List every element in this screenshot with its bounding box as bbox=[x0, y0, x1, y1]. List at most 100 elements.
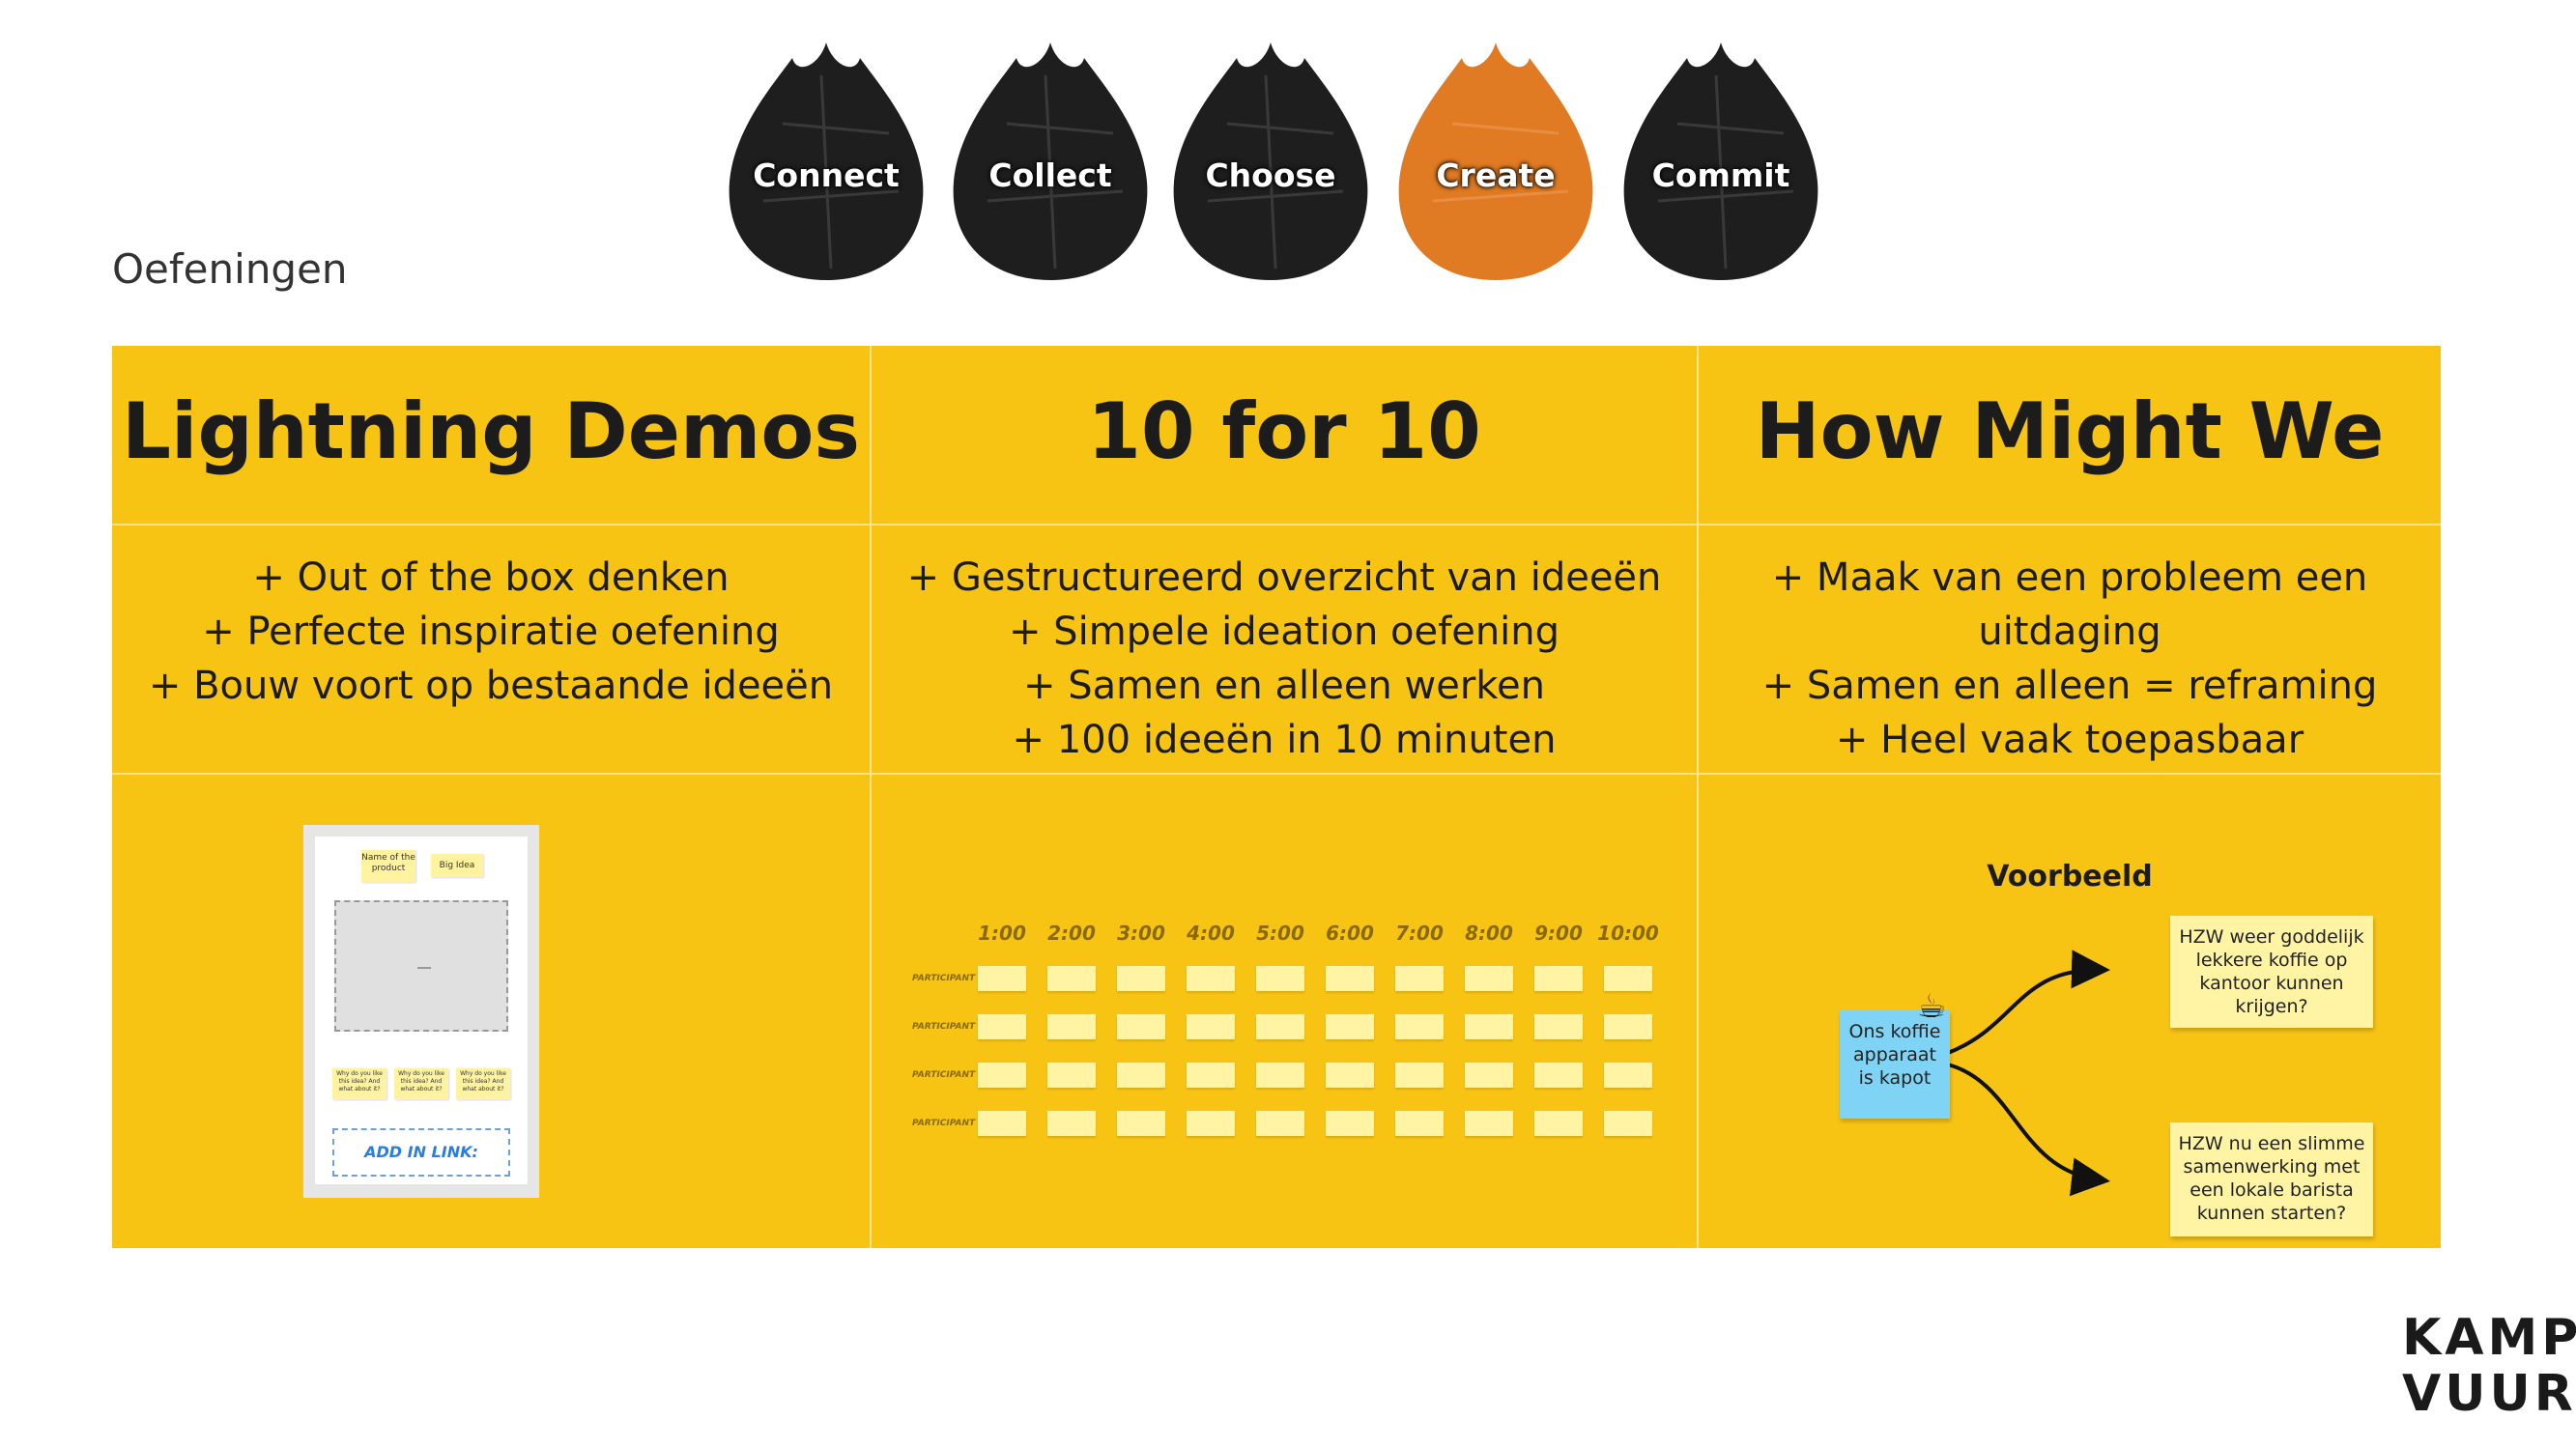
idea-sticky-note bbox=[1604, 966, 1652, 991]
idea-sticky-note bbox=[1187, 966, 1235, 991]
idea-sticky-note bbox=[1047, 1111, 1096, 1136]
idea-sticky-note bbox=[1534, 1014, 1583, 1039]
pros-cell-10-for-10: + Gestructureerd overzicht van ideeën + … bbox=[872, 525, 1699, 775]
idea-sticky-note bbox=[1326, 966, 1374, 991]
idea-sticky-note bbox=[1256, 966, 1304, 991]
kampvuur-logo: KAMP VUUR bbox=[2402, 1309, 2576, 1423]
idea-sticky-note bbox=[1604, 1111, 1652, 1136]
idea-sticky-note bbox=[1465, 1111, 1513, 1136]
pro-item: + Simpele ideation oefening bbox=[1008, 610, 1560, 654]
idea-sticky-note bbox=[1326, 1063, 1374, 1088]
idea-sticky-note bbox=[1256, 1111, 1304, 1136]
time-label: 3:00 bbox=[1117, 922, 1165, 945]
question-note: HZW nu een slimme samenwerking met een l… bbox=[2170, 1122, 2373, 1236]
pro-item: + Out of the box denken bbox=[252, 555, 730, 600]
time-label: 8:00 bbox=[1465, 922, 1513, 945]
idea-sticky-note bbox=[1117, 1063, 1165, 1088]
idea-sticky-note bbox=[978, 1111, 1026, 1136]
phase-label: Connect bbox=[753, 156, 900, 194]
flame-icon bbox=[1623, 43, 1818, 280]
hmw-arrows bbox=[1947, 950, 2110, 1197]
template-page: Name of the product Big Idea Why do you … bbox=[315, 837, 528, 1184]
why-note: Why do you like this idea? And what abou… bbox=[456, 1068, 510, 1099]
phase-label: Create bbox=[1436, 156, 1556, 194]
phase-label: Collect bbox=[988, 156, 1112, 194]
idea-sticky-note bbox=[1465, 1063, 1513, 1088]
idea-sticky-note bbox=[1395, 1063, 1444, 1088]
arrow-lower bbox=[1947, 1063, 2110, 1197]
pro-item: + Gestructureerd overzicht van ideeën bbox=[906, 555, 1662, 600]
time-label: 2:00 bbox=[1047, 922, 1096, 945]
phase-create: Create bbox=[1394, 37, 1597, 283]
idea-sticky-note bbox=[1604, 1014, 1652, 1039]
time-label: 1:00 bbox=[978, 922, 1026, 945]
exercise-table: Lightning Demos 10 for 10 How Might We +… bbox=[112, 346, 2441, 1248]
idea-sticky-note bbox=[1604, 1063, 1652, 1088]
logo-line: KAMP bbox=[2402, 1309, 2576, 1367]
page-title: Oefeningen bbox=[112, 245, 348, 293]
idea-sticky-note bbox=[1534, 1111, 1583, 1136]
idea-sticky-note bbox=[1256, 1014, 1304, 1039]
name-note: Name of the product bbox=[361, 850, 415, 882]
why-note: Why do you like this idea? And what abou… bbox=[394, 1068, 448, 1099]
question-note: HZW weer goddelijk lekkere koffie op kan… bbox=[2170, 916, 2373, 1028]
idea-sticky-note bbox=[1465, 1014, 1513, 1039]
idea-sticky-note bbox=[978, 1063, 1026, 1088]
participant-label: PARTICIPANT 3 bbox=[912, 1070, 985, 1080]
phase-label: Commit bbox=[1651, 156, 1790, 194]
idea-sticky-note bbox=[1326, 1014, 1374, 1039]
idea-sticky-note bbox=[1534, 966, 1583, 991]
header-cell-10-for-10: 10 for 10 bbox=[872, 346, 1699, 525]
pros-list: + Gestructureerd overzicht van ideeën + … bbox=[872, 551, 1697, 767]
pro-item: + Samen en alleen werken bbox=[1023, 664, 1545, 708]
pro-item: + 100 ideeën in 10 minuten bbox=[1012, 718, 1557, 762]
idea-sticky-note bbox=[1047, 1063, 1096, 1088]
idea-sticky-note bbox=[1117, 1111, 1165, 1136]
pro-item: + Bouw voort op bestaande ideeën bbox=[148, 664, 834, 708]
phase-connect: Connect bbox=[725, 37, 928, 283]
pros-list: + Out of the box denken + Perfecte inspi… bbox=[112, 551, 870, 713]
participant-label: PARTICIPANT 2 bbox=[912, 1022, 985, 1032]
flame-icon bbox=[1398, 43, 1593, 280]
image-placeholder bbox=[334, 900, 508, 1032]
example-cell-lightning-demos: Name of the product Big Idea Why do you … bbox=[112, 775, 872, 1248]
column-title: Lightning Demos bbox=[122, 386, 860, 476]
pro-item: + Perfecte inspiratie oefening bbox=[202, 610, 780, 654]
idea-sticky-note bbox=[1187, 1063, 1235, 1088]
idea-note: Big Idea bbox=[431, 854, 483, 877]
idea-sticky-note bbox=[1047, 1014, 1096, 1039]
idea-sticky-note bbox=[1187, 1014, 1235, 1039]
flame-icon bbox=[729, 43, 924, 280]
phase-collect: Collect bbox=[949, 37, 1152, 283]
phase-label: Choose bbox=[1205, 156, 1336, 194]
logo-line: VUUR bbox=[2402, 1365, 2576, 1423]
pros-cell-lightning-demos: + Out of the box denken + Perfecte inspi… bbox=[112, 525, 872, 775]
idea-sticky-note bbox=[978, 1014, 1026, 1039]
idea-sticky-note bbox=[1395, 1014, 1444, 1039]
link-field: ADD IN LINK: bbox=[332, 1128, 510, 1177]
arrow-upper bbox=[1947, 950, 2110, 1055]
idea-sticky-note bbox=[1395, 966, 1444, 991]
idea-sticky-note bbox=[1187, 1111, 1235, 1136]
idea-sticky-note bbox=[1117, 1014, 1165, 1039]
header-cell-lightning-demos: Lightning Demos bbox=[112, 346, 872, 525]
pro-item: + Samen en alleen = reframing bbox=[1761, 664, 2378, 708]
idea-sticky-note bbox=[1395, 1111, 1444, 1136]
time-label: 9:00 bbox=[1534, 922, 1583, 945]
idea-sticky-note bbox=[1534, 1063, 1583, 1088]
pro-item: + Heel vaak toepasbaar bbox=[1835, 718, 2304, 762]
header-cell-how-might-we: How Might We bbox=[1699, 346, 2441, 525]
column-title: 10 for 10 bbox=[1087, 386, 1481, 476]
phase-choose: Choose bbox=[1169, 37, 1372, 283]
participant-label: PARTICIPANT 1 bbox=[912, 974, 985, 983]
idea-sticky-note bbox=[1117, 966, 1165, 991]
phase-indicator: Connect Collect Choose Create Commit bbox=[725, 37, 1826, 283]
participant-label: PARTICIPANT 4 bbox=[912, 1119, 985, 1128]
phase-commit: Commit bbox=[1619, 37, 1822, 283]
example-cell-how-might-we: Voorbeeld Ons koffie apparaat is kapot ☕… bbox=[1699, 775, 2441, 1248]
why-note: Why do you like this idea? And what abou… bbox=[332, 1068, 386, 1099]
pros-cell-how-might-we: + Maak van een probleem een uitdaging + … bbox=[1699, 525, 2441, 775]
pro-item: + Maak van een probleem een bbox=[1771, 555, 2368, 600]
time-label: 7:00 bbox=[1395, 922, 1444, 945]
